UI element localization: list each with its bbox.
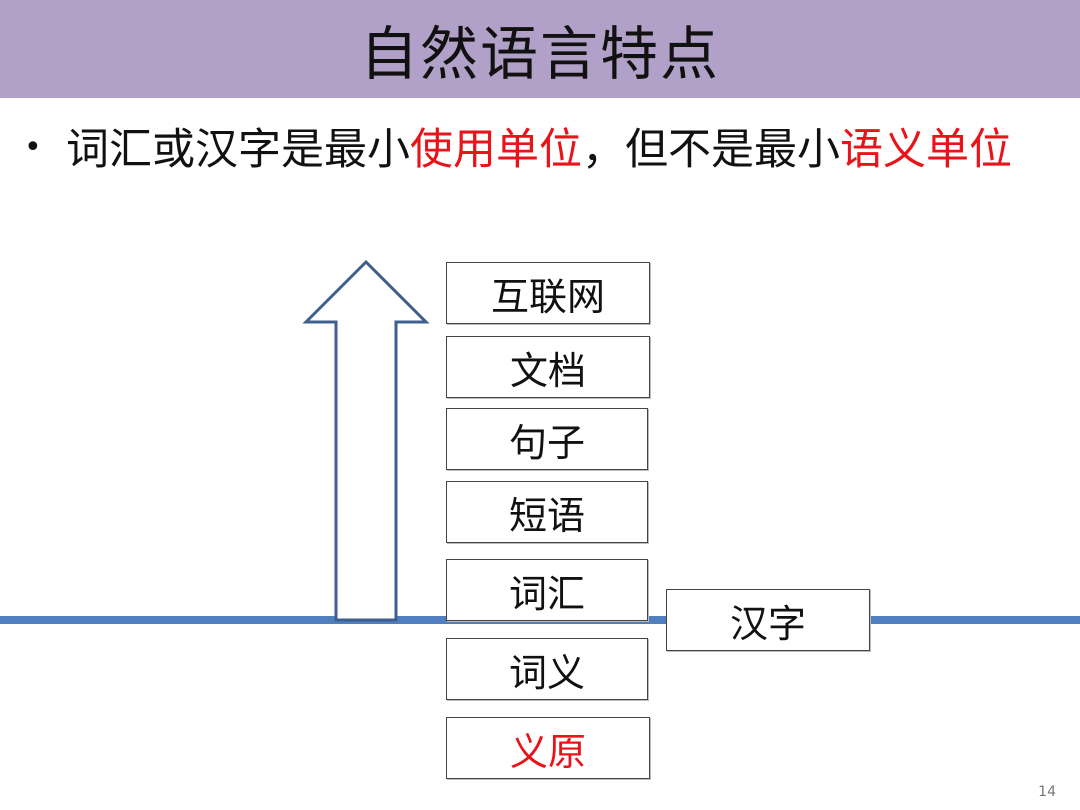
box-sememe: 义原 (446, 717, 650, 779)
box-word: 词汇 (446, 559, 648, 621)
box-document: 文档 (446, 336, 650, 398)
bullet-part-3: ，但不是最小 (582, 125, 840, 175)
up-arrow-icon (302, 259, 430, 622)
bullet-part-4-highlight: 语义单位 (840, 125, 1012, 175)
box-character: 汉字 (666, 589, 870, 651)
bullet-dot: • (24, 130, 42, 165)
box-sentence: 句子 (446, 408, 648, 470)
slide-title: 自然语言特点 (359, 20, 720, 88)
title-bar (0, 0, 1080, 98)
bullet-part-2-highlight: 使用单位 (410, 125, 582, 175)
box-internet: 互联网 (446, 262, 650, 324)
page-number: 14 (1038, 784, 1056, 800)
bullet-text: 词汇或汉字是最小使用单位，但不是最小语义单位 (66, 122, 1056, 178)
box-word-sense: 词义 (446, 638, 648, 700)
bullet-part-1: 词汇或汉字是最小 (66, 125, 410, 175)
box-phrase: 短语 (446, 481, 648, 543)
